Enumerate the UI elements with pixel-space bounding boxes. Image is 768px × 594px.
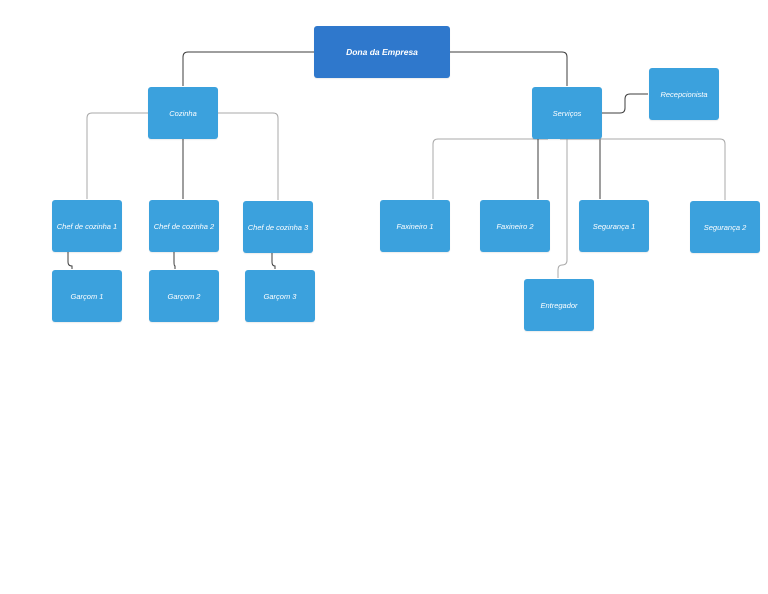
connector-cozinha-to-chef1 <box>86 112 148 199</box>
node-servicos[interactable]: Serviços <box>532 87 602 139</box>
connector-cozinha-to-chef3 <box>218 112 279 200</box>
connector-servicos-to-entregador <box>557 139 568 278</box>
connector-chef1-to-garcom1 <box>67 252 73 269</box>
node-chef-de-cozinha-1[interactable]: Chef de cozinha 1 <box>52 200 122 252</box>
connector-root-to-cozinha <box>182 51 314 86</box>
node-dona-da-empresa[interactable]: Dona da Empresa <box>314 26 450 78</box>
node-faxineiro-1[interactable]: Faxineiro 1 <box>380 200 450 252</box>
node-faxineiro-2[interactable]: Faxineiro 2 <box>480 200 550 252</box>
connector-servicos-to-faxineiro1 <box>432 138 548 199</box>
node-cozinha[interactable]: Cozinha <box>148 87 218 139</box>
node-chef-de-cozinha-3[interactable]: Chef de cozinha 3 <box>243 201 313 253</box>
node-seguranca-2[interactable]: Segurança 2 <box>690 201 760 253</box>
node-garcom-3[interactable]: Garçom 3 <box>245 270 315 322</box>
connector-chef2-to-garcom2 <box>173 252 176 269</box>
node-chef-de-cozinha-2[interactable]: Chef de cozinha 2 <box>149 200 219 252</box>
node-recepcionista[interactable]: Recepcionista <box>649 68 719 120</box>
connector-chef3-to-garcom3 <box>271 253 276 269</box>
node-seguranca-1[interactable]: Segurança 1 <box>579 200 649 252</box>
connector-root-to-servicos <box>450 51 568 86</box>
connector-servicos-to-seguranca2 <box>560 138 726 200</box>
node-garcom-1[interactable]: Garçom 1 <box>52 270 122 322</box>
node-entregador[interactable]: Entregador <box>524 279 594 331</box>
connector-servicos-to-recepcionista <box>602 93 648 114</box>
node-garcom-2[interactable]: Garçom 2 <box>149 270 219 322</box>
